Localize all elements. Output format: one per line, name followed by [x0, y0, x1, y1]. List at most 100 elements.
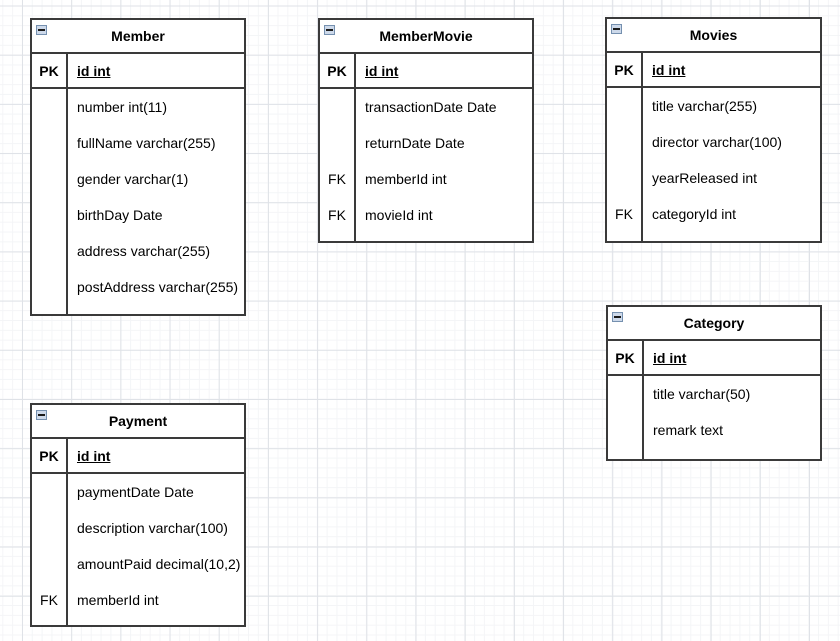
field-cell-spacer	[356, 233, 532, 241]
table-bottom-spacer	[608, 448, 820, 459]
table-row[interactable]: title varchar(50)	[608, 376, 820, 412]
table-row[interactable]: remark text	[608, 412, 820, 448]
field-cell: amountPaid decimal(10,2)	[77, 556, 241, 572]
field-cell: postAddress varchar(255)	[77, 279, 239, 295]
field-cell: movieId int	[365, 207, 433, 223]
key-cell-spacer	[32, 618, 68, 625]
table-bottom-spacer	[32, 618, 244, 625]
key-cell: FK	[320, 161, 356, 197]
table-header[interactable]: MemberMovie	[320, 20, 532, 54]
table-row[interactable]: title varchar(255)	[607, 88, 820, 124]
table-title: Member	[111, 28, 165, 44]
key-cell: FK	[320, 197, 356, 233]
key-cell: FK	[32, 582, 68, 618]
table-row[interactable]: paymentDate Date	[32, 474, 244, 510]
table-row[interactable]: returnDate Date	[320, 125, 532, 161]
minus-glyph	[326, 29, 333, 31]
collapse-minus-icon[interactable]	[611, 24, 622, 34]
minus-glyph	[613, 28, 620, 30]
table-title: Category	[683, 315, 745, 331]
field-cell: memberId int	[77, 592, 159, 608]
table-row[interactable]: birthDay Date	[32, 197, 244, 233]
minus-glyph	[38, 414, 45, 416]
table-row[interactable]: fullName varchar(255)	[32, 125, 244, 161]
table-row[interactable]: FK categoryId int	[607, 196, 820, 232]
key-cell	[32, 233, 68, 269]
table-bottom-spacer	[320, 233, 532, 241]
key-cell	[608, 376, 644, 412]
field-cell: title varchar(255)	[652, 98, 758, 114]
collapse-minus-icon[interactable]	[36, 410, 47, 420]
table-row[interactable]: description varchar(100)	[32, 510, 244, 546]
table-row[interactable]: yearReleased int	[607, 160, 820, 196]
table-title: MemberMovie	[379, 28, 473, 44]
field-cell: description varchar(100)	[77, 520, 228, 536]
key-cell	[32, 89, 68, 125]
key-cell-spacer	[608, 448, 644, 459]
field-cell: id int	[653, 349, 687, 366]
table-row[interactable]: gender varchar(1)	[32, 161, 244, 197]
table-row[interactable]: amountPaid decimal(10,2)	[32, 546, 244, 582]
table-bottom-spacer	[607, 232, 820, 241]
key-cell	[32, 125, 68, 161]
table-header[interactable]: Member	[32, 20, 244, 54]
table-header[interactable]: Movies	[607, 19, 820, 53]
key-cell-spacer	[320, 233, 356, 241]
key-cell	[608, 412, 644, 448]
field-cell: id int	[77, 62, 111, 79]
table-row[interactable]: FK memberId int	[320, 161, 532, 197]
field-cell: fullName varchar(255)	[77, 135, 216, 151]
table-row[interactable]: postAddress varchar(255)	[32, 269, 244, 305]
minus-glyph	[38, 29, 45, 31]
key-cell	[607, 160, 643, 196]
key-cell	[32, 161, 68, 197]
collapse-minus-icon[interactable]	[36, 25, 47, 35]
field-cell: address varchar(255)	[77, 243, 211, 259]
minus-glyph	[614, 316, 621, 318]
table-title: Payment	[108, 413, 168, 429]
field-cell-spacer	[68, 305, 244, 314]
key-cell	[320, 125, 356, 161]
table-row[interactable]: number int(11)	[32, 89, 244, 125]
field-cell-spacer	[68, 618, 244, 625]
field-cell: transactionDate Date	[365, 99, 497, 115]
field-cell-spacer	[644, 448, 820, 459]
key-cell	[32, 269, 68, 305]
table-header[interactable]: Payment	[32, 405, 244, 439]
key-cell-spacer	[607, 232, 643, 241]
key-cell	[607, 88, 643, 124]
table-title: Movies	[689, 27, 738, 43]
table-row[interactable]: transactionDate Date	[320, 89, 532, 125]
key-cell: PK	[32, 439, 68, 472]
table-row[interactable]: FK memberId int	[32, 582, 244, 618]
key-cell	[32, 546, 68, 582]
field-cell: memberId int	[365, 171, 447, 187]
key-cell: PK	[320, 54, 356, 87]
table-row[interactable]: address varchar(255)	[32, 233, 244, 269]
key-cell	[607, 124, 643, 160]
table-row[interactable]: director varchar(100)	[607, 124, 820, 160]
field-cell: id int	[652, 61, 686, 78]
key-cell: PK	[607, 53, 643, 86]
table-row[interactable]: FK movieId int	[320, 197, 532, 233]
field-cell: categoryId int	[652, 206, 737, 222]
field-cell-spacer	[643, 232, 820, 241]
table-header[interactable]: Category	[608, 307, 820, 341]
collapse-minus-icon[interactable]	[612, 312, 623, 322]
key-cell: FK	[607, 196, 643, 232]
table-row-primary-key[interactable]: PK id int	[607, 53, 820, 88]
field-cell: director varchar(100)	[652, 134, 782, 150]
key-cell	[32, 197, 68, 233]
field-cell: id int	[77, 447, 111, 464]
collapse-minus-icon[interactable]	[324, 25, 335, 35]
table-row-primary-key[interactable]: PK id int	[32, 439, 244, 474]
